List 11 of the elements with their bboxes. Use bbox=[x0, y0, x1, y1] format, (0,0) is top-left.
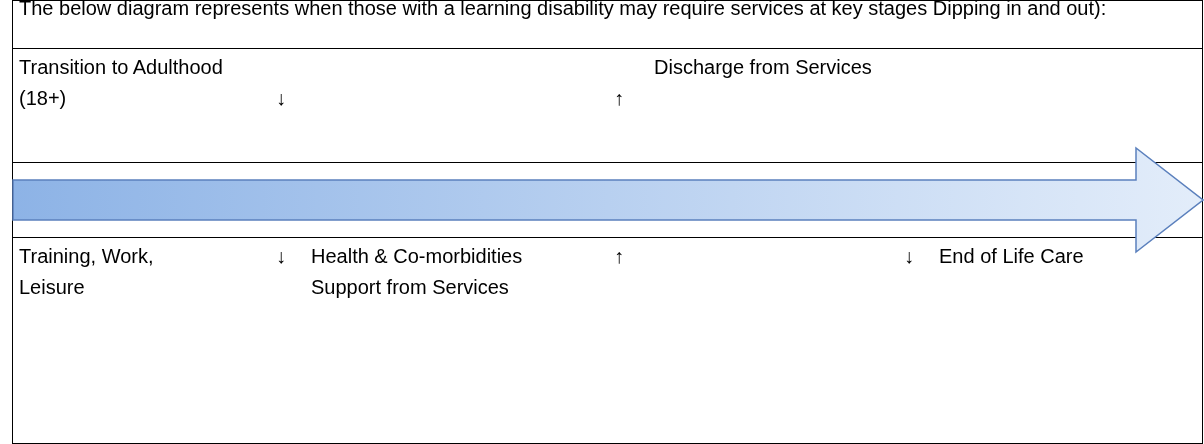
arrow-glyph: ↓ bbox=[276, 86, 286, 111]
stage-label: Training, Work, Leisure bbox=[19, 244, 155, 300]
arrow-glyph: ↓ bbox=[904, 244, 914, 269]
arrow-glyph: ↑ bbox=[614, 86, 624, 111]
arrow-glyph: ↓ bbox=[276, 244, 286, 269]
arrow-glyph: ↑ bbox=[614, 244, 624, 269]
stage-label: Discharge from Services bbox=[654, 55, 872, 80]
heading-text: The below diagram represents when those with a learning disability may require services at key stages Dipping in and out): bbox=[19, 0, 1108, 21]
stage-label: Transition to Adulthood (18+) bbox=[19, 55, 224, 111]
stage-label: End of Life Care bbox=[939, 244, 1084, 269]
stage-label: Health & Co-morbidities Support from Services bbox=[311, 244, 524, 300]
